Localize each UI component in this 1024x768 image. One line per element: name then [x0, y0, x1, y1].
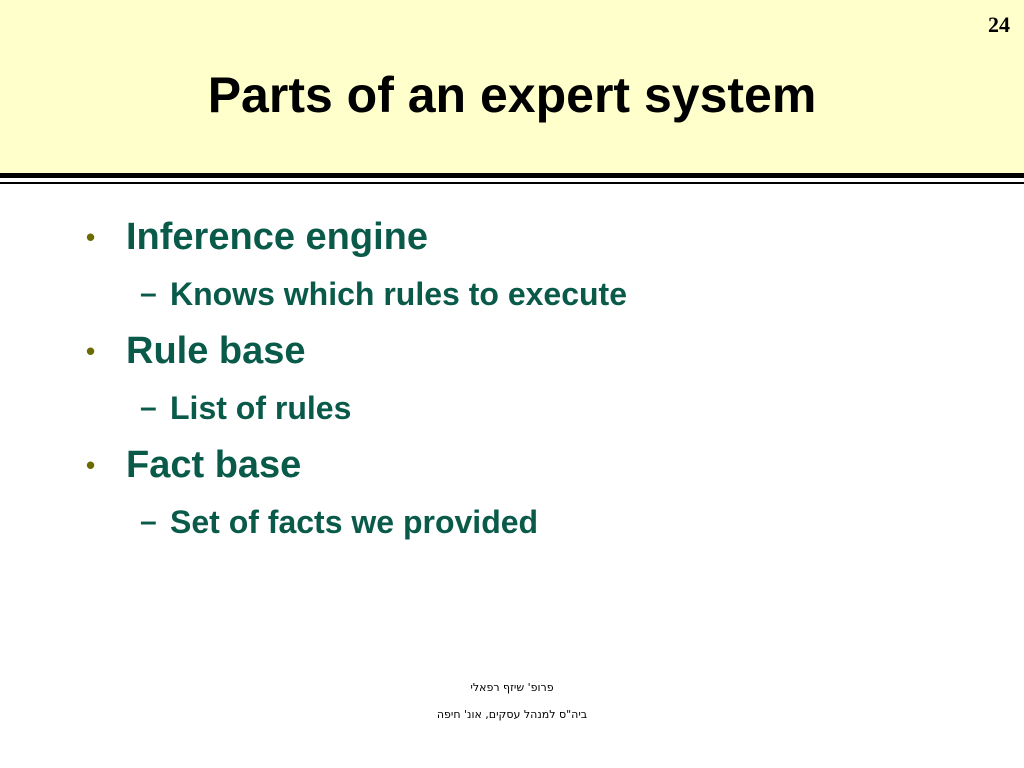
bullet-marker: • — [86, 335, 96, 366]
bullet-marker: • — [86, 221, 96, 252]
footer-institution: ביה"ס למנהל עסקים, אונ' חיפה — [436, 708, 588, 721]
sub-bullet-marker: – — [140, 505, 157, 538]
bullet-text: Fact base — [126, 443, 302, 486]
sub-bullet-text: Knows which rules to execute — [170, 275, 627, 312]
page-number: 24 — [988, 12, 1010, 37]
title-divider-thin — [0, 182, 1024, 184]
title-divider-thick — [0, 173, 1024, 178]
bullet-marker: • — [86, 449, 96, 480]
sub-bullet-marker: – — [140, 391, 157, 424]
sub-bullet-text: List of rules — [170, 389, 352, 426]
bullet-text: Inference engine — [126, 215, 428, 258]
sub-bullet-text: Set of facts we provided — [170, 503, 539, 540]
slide-title: Parts of an expert system — [207, 67, 817, 123]
bullet-item: • Rule base — [86, 326, 306, 376]
bullet-item: • Inference engine — [86, 212, 428, 262]
bullet-text: Rule base — [126, 329, 306, 372]
footer-author: פרופ' שיזף רפאלי — [470, 681, 554, 694]
sub-bullet-item: – Set of facts we provided — [140, 502, 538, 542]
bullet-item: • Fact base — [86, 440, 301, 490]
sub-bullet-marker: – — [140, 277, 157, 310]
sub-bullet-item: – Knows which rules to execute — [140, 274, 627, 314]
sub-bullet-item: – List of rules — [140, 388, 351, 428]
header-band — [0, 0, 1024, 173]
